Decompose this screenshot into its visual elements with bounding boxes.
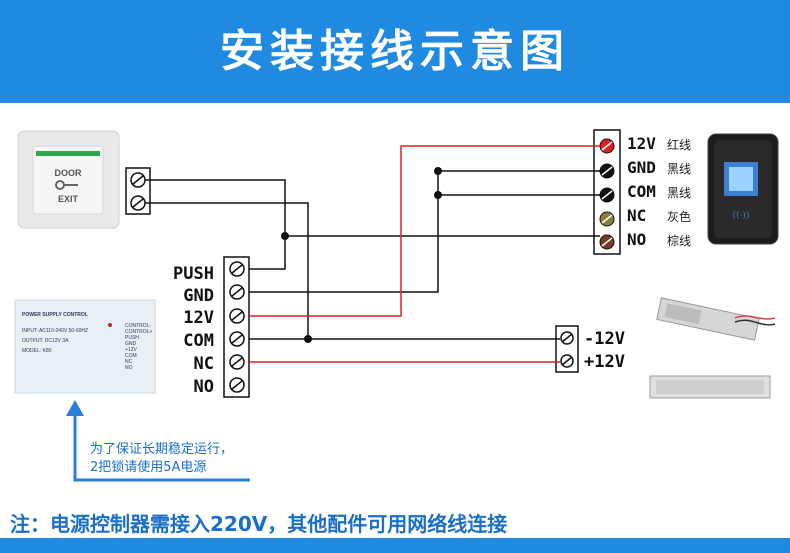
wires (145, 145, 600, 363)
reader-12v-label: 12V (627, 134, 656, 153)
controller-screw-no (229, 377, 245, 393)
controller-screw-gnd (229, 284, 245, 300)
psu-side-2: PUSH (125, 335, 139, 341)
controller-screw-com (229, 331, 245, 347)
exit-screw-1 (130, 172, 146, 188)
reader-screw-no (599, 234, 615, 250)
remark-line-1: 为了保证长期稳定运行， (90, 442, 234, 457)
remark-arrow (66, 400, 250, 482)
exit-button-line2: EXIT (58, 194, 79, 204)
reader-no-desc: 棕线 (667, 233, 691, 248)
controller-screw-12v (229, 308, 245, 324)
electric-bolt-lock (656, 297, 776, 341)
svg-text:((·)): ((·)) (733, 211, 750, 221)
reader-nc-desc: 灰色 (667, 210, 691, 224)
power-supply-device: POWER SUPPLY CONTROL INPUT: AC110-240V 5… (14, 299, 156, 394)
controller-screw-push (229, 261, 245, 277)
card-reader-device: ((·)) (707, 133, 779, 245)
reader-com-desc: 黑线 (667, 186, 691, 200)
exit-button-line1: DOOR (55, 168, 83, 178)
controller-screw-nc (229, 354, 245, 370)
reader-gnd-label: GND (627, 158, 656, 177)
psu-side-0: CONTROL- (125, 323, 151, 329)
psu-line-3: MODEL: K80 (22, 348, 52, 354)
psu-side-3: GND (125, 341, 137, 347)
junction-dots (281, 167, 442, 343)
psu-line-1: INPUT: AC110-240V 50-60HZ (22, 328, 88, 334)
lock-screw-1 (560, 331, 574, 345)
terminal-push-label: PUSH (173, 264, 214, 284)
installation-note: 注：电源控制器需接入220V，其他配件可用网络线连接 (10, 512, 508, 536)
bottom-bar (0, 538, 790, 553)
reader-screw-12v (599, 138, 615, 154)
reader-nc-label: NC (627, 206, 646, 225)
exit-button-device: DOOR EXIT (17, 130, 120, 229)
psu-line-2: OUTPUT: DC12V 3A (22, 338, 69, 344)
exit-screw-2 (130, 195, 146, 211)
lock-plus-label: +12V (584, 352, 625, 372)
psu-side-6: NC (125, 359, 133, 365)
reader-com-label: COM (627, 182, 656, 201)
psu-side-7: NO (125, 365, 133, 371)
reader-screw-gnd (599, 163, 615, 179)
psu-side-5: COM (125, 353, 137, 359)
lock-screw-2 (560, 354, 574, 368)
reader-screw-nc (599, 211, 615, 227)
reader-screw-com (599, 187, 615, 203)
remark-line-2: 2把锁请使用5A电源 (90, 460, 207, 475)
title-banner (0, 0, 790, 103)
terminal-no-label: NO (194, 377, 214, 397)
psu-side-4: +12V (125, 347, 137, 353)
psu-side-1: CONTROL+ (125, 329, 152, 335)
page-title: 安装接线示意图 (220, 26, 570, 77)
controller-terminal-block (223, 256, 250, 398)
reader-no-label: NO (627, 230, 646, 249)
reader-12v-desc: 红线 (667, 137, 691, 152)
lock-minus-label: -12V (584, 329, 625, 349)
psu-title: POWER SUPPLY CONTROL (22, 312, 88, 318)
terminal-nc-label: NC (194, 354, 214, 374)
terminal-gnd-label: GND (183, 286, 214, 306)
magnetic-lock (649, 375, 771, 399)
terminal-12v-label: 12V (183, 308, 214, 328)
remark-text: 为了保证长期稳定运行， 2把锁请使用5A电源 (90, 441, 233, 477)
reader-gnd-desc: 黑线 (667, 162, 691, 176)
terminal-com-label: COM (183, 331, 214, 351)
